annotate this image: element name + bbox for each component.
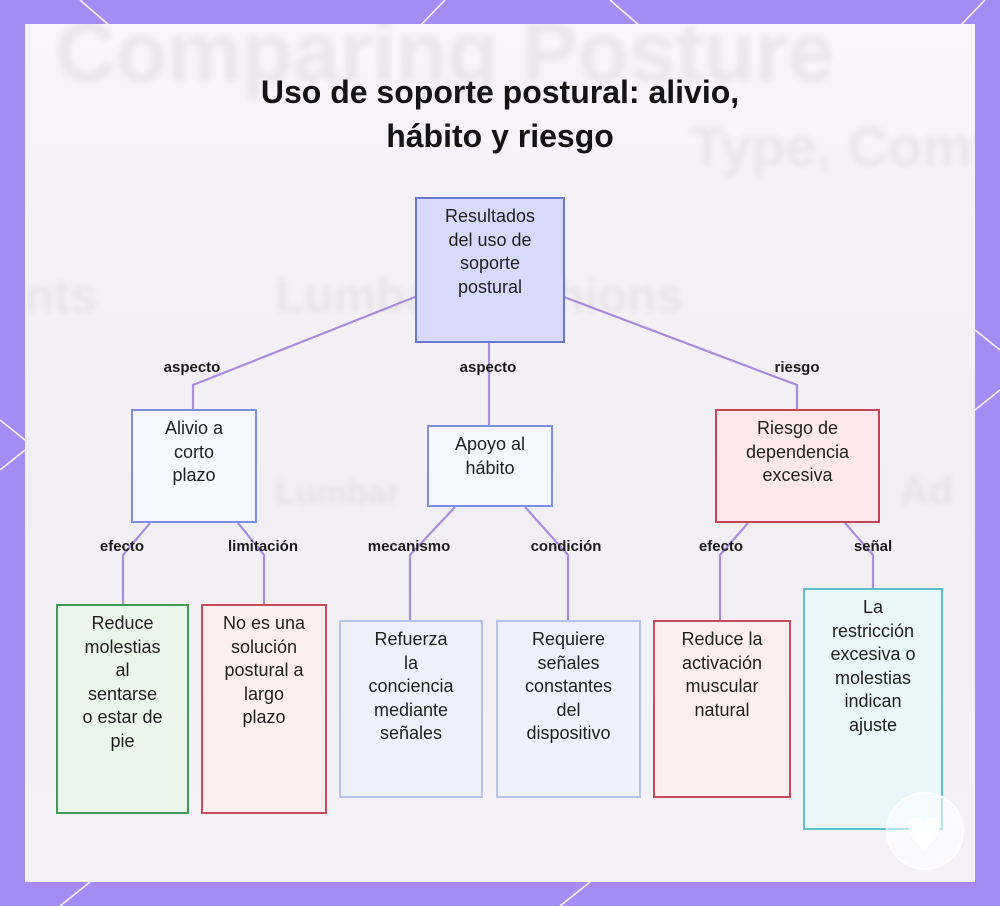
node-riesgo-dependencia: Riesgo de dependencia excesiva bbox=[715, 409, 880, 523]
node-alivio-corto-plazo: Alivio a corto plazo bbox=[131, 409, 257, 523]
node-restriccion-excesiva: La restricción excesiva o molestias indi… bbox=[803, 588, 943, 830]
title-line-2: hábito y riesgo bbox=[386, 118, 614, 154]
edge-label-senal: señal bbox=[853, 538, 893, 555]
edge-root-riesgo bbox=[563, 295, 799, 409]
node-text: plazo bbox=[242, 707, 286, 727]
title-line-1: Uso de soporte postural: alivio, bbox=[260, 74, 740, 110]
node-text: molestias bbox=[84, 636, 161, 657]
node-text: señales bbox=[537, 652, 600, 673]
edge-label-riesgo: riesgo bbox=[774, 359, 820, 376]
node-text: No es una bbox=[222, 613, 306, 633]
diagram-title: Uso de soporte postural: alivio, hábito … bbox=[200, 70, 800, 158]
node-text: solución bbox=[230, 636, 298, 657]
node-text: postural bbox=[457, 276, 523, 297]
node-reduce-molestias: Reduce molestias al sentarse o estar de … bbox=[56, 604, 189, 814]
node-text: activación bbox=[681, 652, 763, 673]
node-text: Reduce la bbox=[681, 629, 763, 649]
watermark-logo-icon bbox=[886, 792, 964, 870]
node-text: molestias bbox=[834, 667, 911, 688]
node-refuerza-conciencia: Refuerza la conciencia mediante señales bbox=[339, 620, 483, 798]
node-text: La bbox=[862, 597, 883, 617]
node-text: muscular bbox=[685, 676, 759, 696]
node-text: excesiva bbox=[762, 465, 833, 485]
edge-label-aspecto-mid: aspecto bbox=[459, 359, 517, 376]
node-text: Requiere bbox=[531, 629, 606, 649]
node-text: natural bbox=[694, 699, 750, 720]
edge-apoyo-requiere bbox=[524, 506, 570, 620]
node-text: del bbox=[556, 699, 581, 720]
node-text: Reduce bbox=[91, 613, 154, 633]
edge-alivio-limitacion bbox=[237, 522, 266, 604]
edge-label-aspecto-left: aspecto bbox=[163, 359, 221, 376]
node-text: indican bbox=[844, 691, 902, 711]
edge-apoyo-refuerza bbox=[408, 506, 456, 620]
node-text: corto bbox=[173, 441, 215, 462]
edge-root-alivio bbox=[191, 295, 416, 409]
node-text: pie bbox=[110, 730, 135, 751]
edge-riesgo-reduce bbox=[718, 522, 749, 620]
edge-label-efecto-right: efecto bbox=[698, 538, 744, 555]
node-text: sentarse bbox=[87, 683, 158, 704]
node-text: señales bbox=[379, 723, 443, 743]
node-text: restricción bbox=[831, 620, 914, 641]
node-text: excesiva o bbox=[830, 644, 916, 664]
node-text: del uso de bbox=[448, 229, 532, 250]
node-text: Resultados bbox=[444, 206, 536, 226]
node-text: al bbox=[115, 660, 130, 680]
node-text: dependencia bbox=[745, 441, 850, 462]
node-requiere-senales: Requiere señales constantes del disposit… bbox=[496, 620, 641, 798]
node-text: mediante bbox=[373, 699, 449, 720]
node-text: postural a bbox=[224, 660, 304, 680]
node-resultados: Resultados del uso de soporte postural bbox=[415, 197, 565, 343]
node-text: conciencia bbox=[368, 676, 454, 696]
node-text: hábito bbox=[465, 457, 515, 478]
node-apoyo-habito: Apoyo al hábito bbox=[427, 425, 553, 507]
node-text: la bbox=[403, 652, 418, 673]
node-reduce-activacion: Reduce la activación muscular natural bbox=[653, 620, 791, 798]
node-text: plazo bbox=[172, 465, 216, 485]
node-text: Alivio a bbox=[164, 418, 224, 438]
node-text: ajuste bbox=[848, 714, 898, 735]
node-text: Apoyo al bbox=[454, 434, 526, 454]
edge-label-limitacion: limitación bbox=[227, 538, 299, 555]
edge-label-condicion: condición bbox=[530, 538, 602, 555]
node-text: dispositivo bbox=[526, 723, 611, 743]
edge-alivio-reduce bbox=[121, 522, 151, 604]
node-text: soporte bbox=[459, 253, 521, 273]
node-text: Refuerza bbox=[374, 629, 448, 649]
edge-label-efecto-left: efecto bbox=[99, 538, 145, 555]
node-text: largo bbox=[243, 683, 285, 704]
node-text: Riesgo de bbox=[756, 418, 839, 438]
edge-label-mecanismo: mecanismo bbox=[367, 538, 451, 555]
node-no-solucion: No es una solución postural a largo plaz… bbox=[201, 604, 327, 814]
edge-riesgo-restriccion bbox=[844, 522, 875, 588]
node-text: constantes bbox=[524, 676, 613, 696]
node-text: o estar de bbox=[82, 707, 163, 727]
